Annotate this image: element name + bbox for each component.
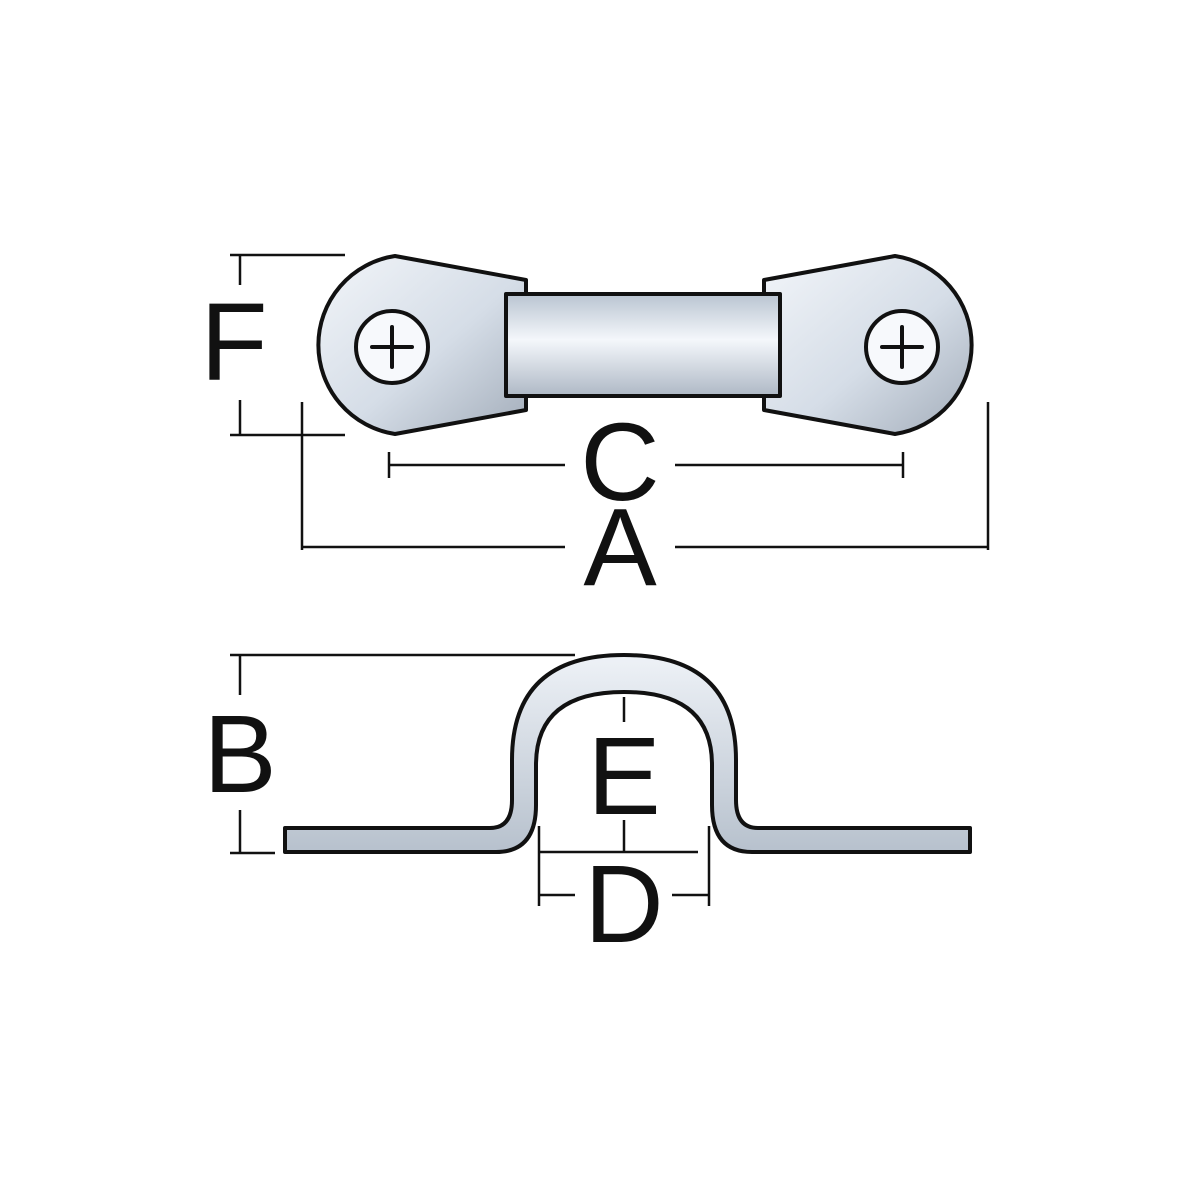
dimension-label-d: D (584, 843, 663, 966)
dimension-c-lines (387, 452, 905, 478)
dimension-label-c: C (580, 401, 659, 524)
top-view: F C A (200, 253, 990, 609)
dimension-label-f: F (200, 281, 267, 404)
phillips-screw-icon (864, 309, 940, 385)
phillips-screw-icon (354, 309, 430, 385)
dimension-a-lines (300, 402, 990, 550)
side-profile-strap (283, 653, 972, 854)
dimension-label-e: E (587, 715, 660, 838)
dimension-b-lines (230, 653, 575, 855)
center-strap (504, 292, 782, 398)
dimension-label-a: A (583, 486, 657, 609)
side-view: B E D (203, 653, 972, 966)
dimension-d-lines (537, 826, 711, 906)
dimension-label-b: B (203, 693, 276, 816)
dimension-f-lines (230, 253, 345, 437)
